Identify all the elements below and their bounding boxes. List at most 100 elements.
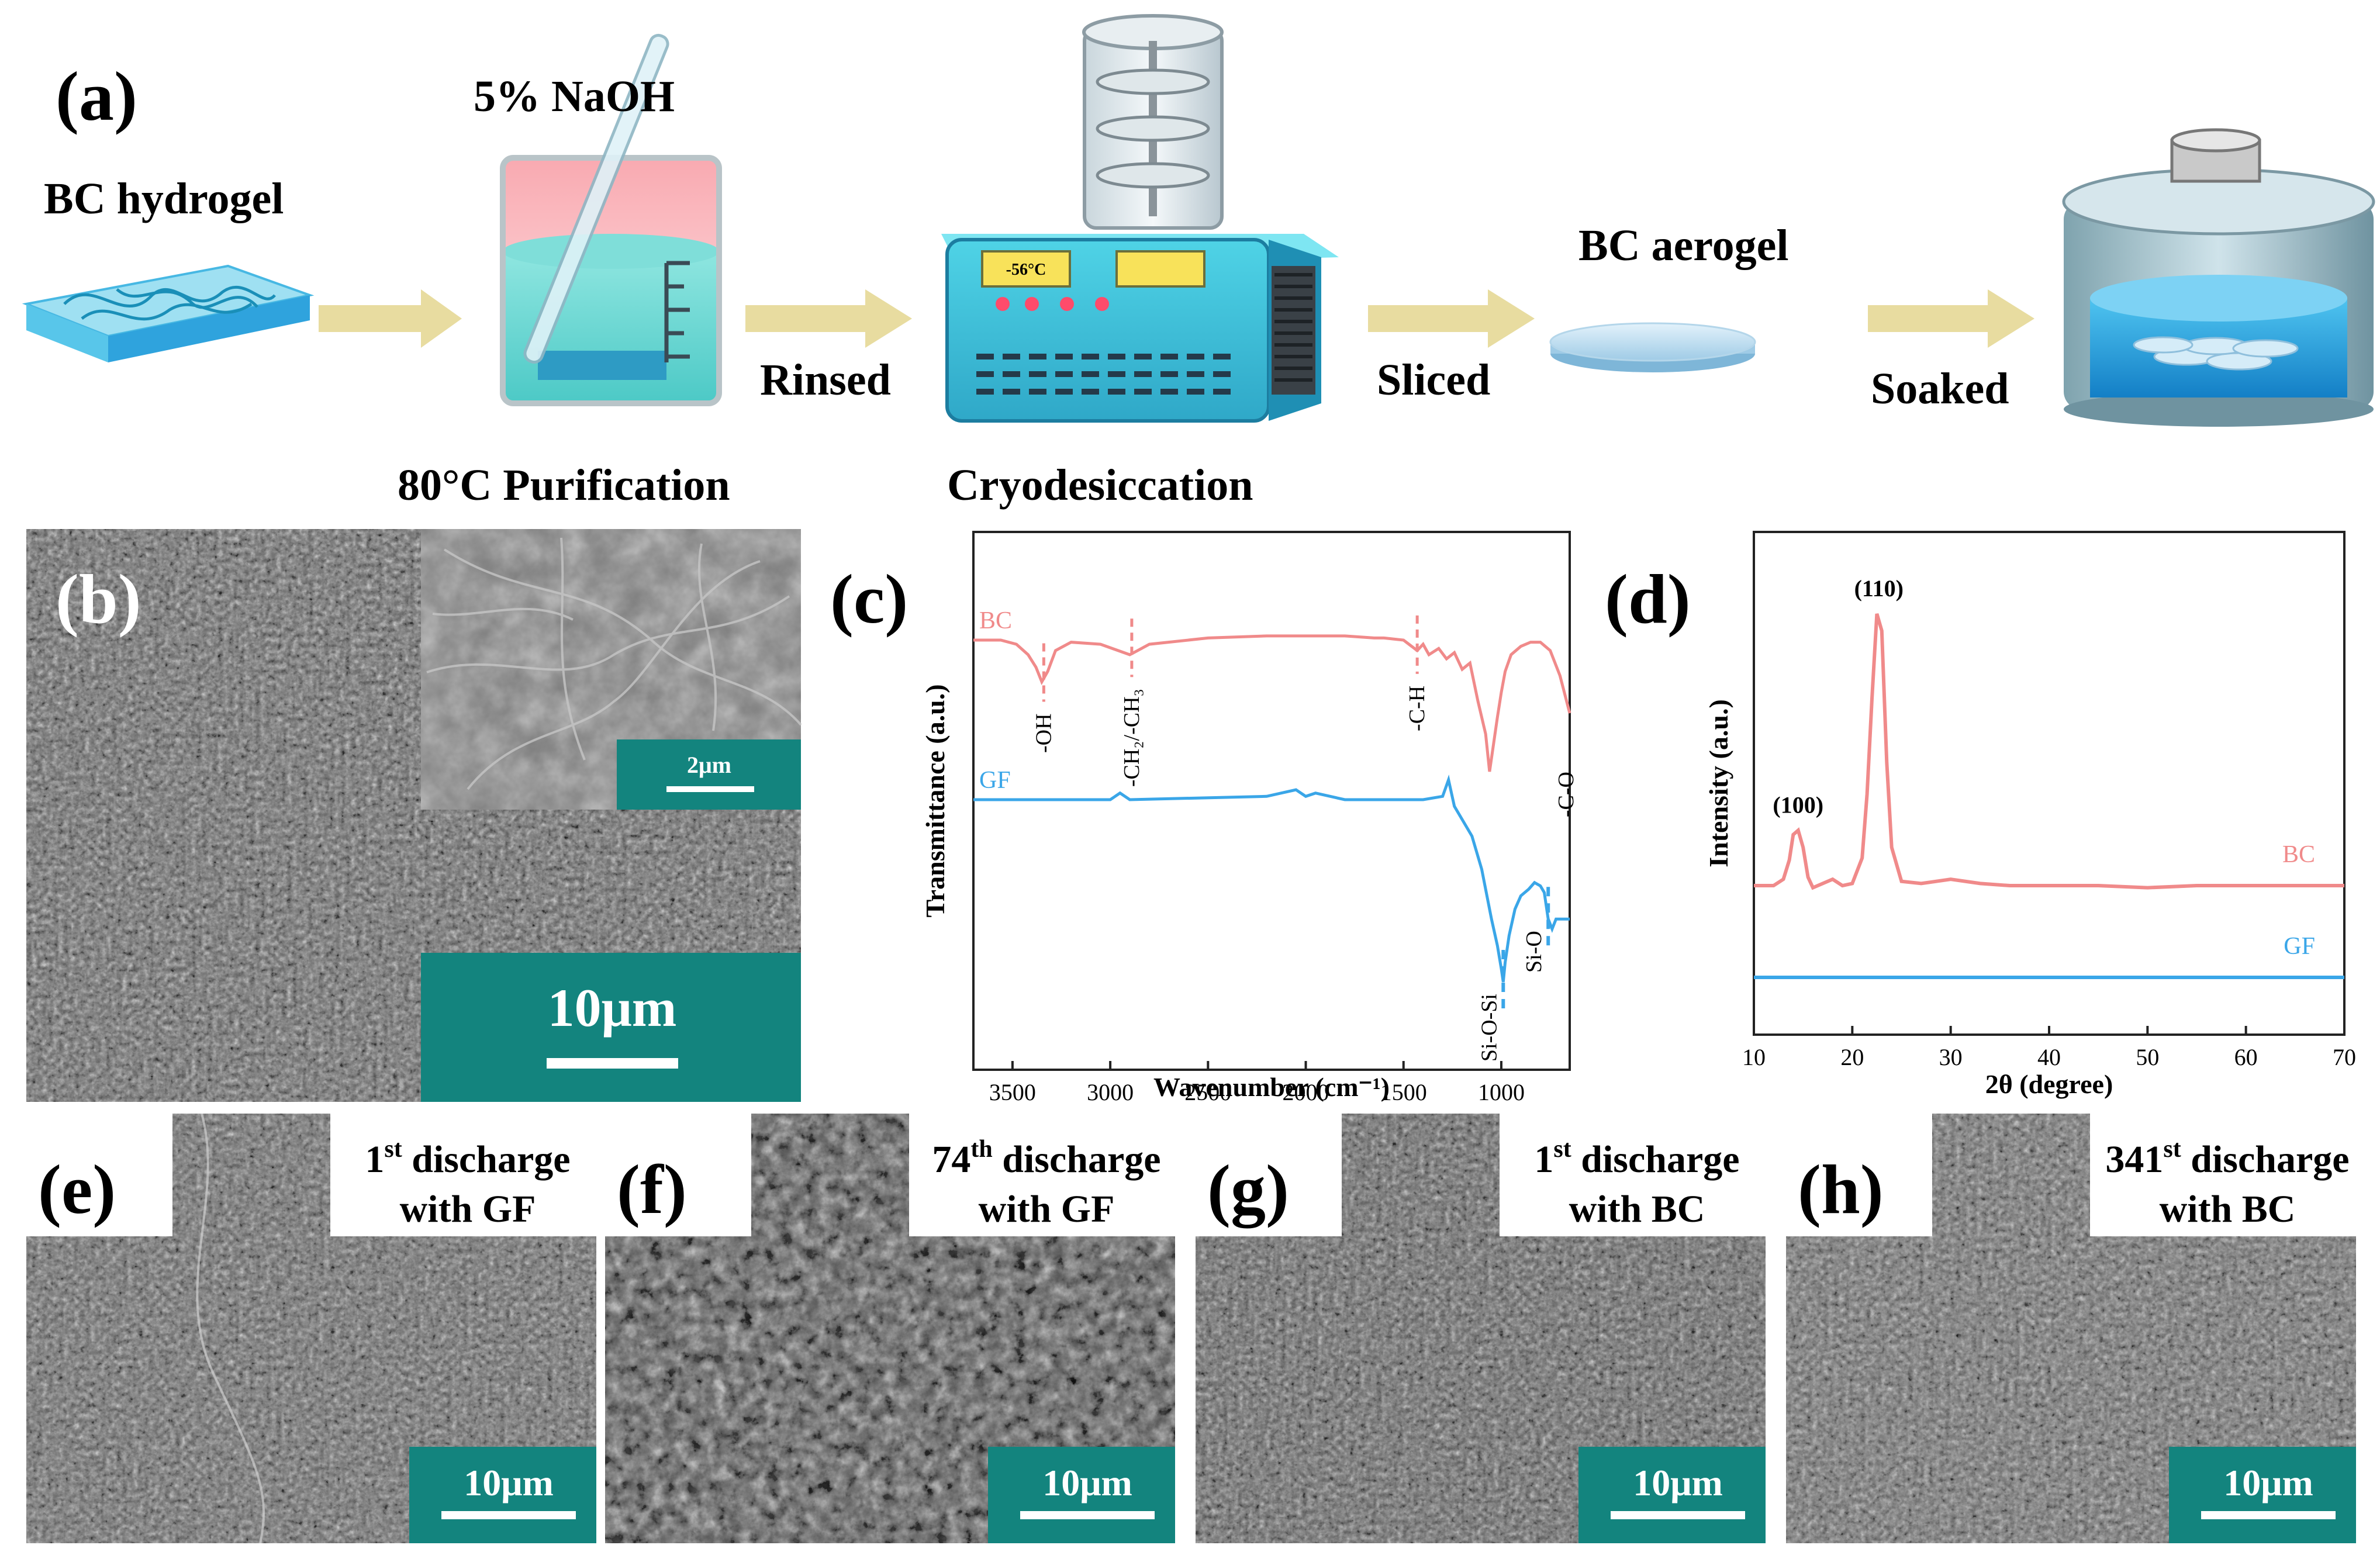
- panel-label-a: (a): [56, 57, 137, 135]
- x-tick-label: 70: [2333, 1044, 2356, 1070]
- x-tick-label: 1000: [1478, 1079, 1525, 1105]
- scale-bar: [441, 1511, 576, 1519]
- separator-label: with BC: [1569, 1188, 1705, 1230]
- series-label-gf: GF: [979, 767, 1011, 794]
- arrow-icon: [319, 289, 462, 348]
- cycle-ordinal-suffix: st: [2163, 1136, 2181, 1163]
- bc-aerogel-disc-icon: [1549, 322, 1756, 372]
- inset-scale-bar: [666, 786, 754, 792]
- separator-label: with GF: [400, 1188, 536, 1230]
- label-bc-aerogel: BC aerogel: [1578, 221, 1789, 270]
- peak-label: -C-H: [1405, 686, 1429, 731]
- label-bc-hydrogel: BC hydrogel: [44, 174, 284, 223]
- x-tick-label: 30: [1939, 1044, 1963, 1070]
- x-tick-label: 3000: [1087, 1079, 1134, 1105]
- y-axis-label: Intensity (a.u.): [1704, 699, 1733, 867]
- cycle-word: discharge: [1571, 1138, 1740, 1181]
- label-sliced: Sliced: [1377, 355, 1490, 405]
- scale-bar-box: [1578, 1447, 1766, 1543]
- cycle-ordinal-suffix: th: [970, 1136, 992, 1163]
- arrow-icon: [745, 289, 912, 348]
- scale-label: 10μm: [2223, 1462, 2313, 1503]
- peak-label: Si-O-Si: [1477, 994, 1501, 1062]
- panel-label-h: (h): [1798, 1150, 1884, 1228]
- scale-label: 10μm: [548, 978, 677, 1038]
- scale-label: 10μm: [1633, 1462, 1723, 1503]
- series-label-gf: GF: [2284, 933, 2315, 960]
- scale-bar-box: [421, 953, 801, 1102]
- label-rinsed: Rinsed: [760, 355, 891, 405]
- x-axis-label: Wavenumber (cm⁻¹): [1153, 1072, 1390, 1102]
- scale-bar: [1611, 1511, 1745, 1519]
- display-temp: -56°C: [1006, 261, 1046, 279]
- x-tick-label: 3500: [989, 1079, 1036, 1105]
- peak-label: (100): [1773, 792, 1823, 818]
- x-tick-label: 10: [1742, 1044, 1766, 1070]
- plot-frame: [1753, 531, 2346, 1036]
- panel-a: (a) BC hydrogel 5% NaOH 80°C Purificatio…: [22, 14, 2375, 510]
- series-line-bc: [1754, 613, 2344, 890]
- freeze-dryer-icon: -56°C: [941, 14, 1339, 423]
- panel-g: (g) 1st discharge with BC 10μm: [1196, 1114, 1766, 1543]
- scale-bar-box: [409, 1447, 596, 1543]
- panel-label-f: (f): [617, 1150, 687, 1228]
- peak-label: -OH: [1031, 713, 1056, 753]
- panel-c-ftir-chart: (c) Wavenumber (cm⁻¹) Transmittance (a.u…: [830, 531, 1578, 1105]
- panel-e: (e) 1st discharge with GF 10μm: [26, 1114, 596, 1543]
- peak-label: (110): [1854, 575, 1904, 602]
- scale-bar-box: [988, 1447, 1175, 1543]
- x-tick-label: 1500: [1380, 1079, 1427, 1105]
- peak-label: -CH₂/-CH₃: [1120, 689, 1144, 787]
- panel-label-g: (g): [1207, 1150, 1289, 1229]
- cycle-label: 74th discharge: [932, 1136, 1160, 1181]
- cycle-word: discharge: [2181, 1138, 2350, 1181]
- series-line-bc: [973, 634, 1571, 772]
- separator-label: with BC: [2160, 1188, 2296, 1230]
- inset-scale-bar-box: [617, 739, 801, 810]
- panel-b: 2μm 10μm (b): [26, 529, 802, 1102]
- scale-bar: [1020, 1511, 1155, 1519]
- soaking-container-icon: [2062, 128, 2375, 427]
- label-naoh: 5% NaOH: [474, 72, 675, 121]
- series-line-gf: [973, 774, 1570, 983]
- cycle-label: 1st discharge: [365, 1136, 570, 1181]
- x-tick-label: 2500: [1184, 1079, 1231, 1105]
- label-purification: 80°C Purification: [398, 461, 730, 510]
- cycle-ordinal: 1: [1534, 1138, 1553, 1181]
- cycle-ordinal: 74: [932, 1138, 970, 1181]
- series-label-bc: BC: [2282, 841, 2315, 868]
- panel-label-e: (e): [38, 1150, 116, 1228]
- peak-label: Si-O: [1522, 931, 1546, 973]
- panel-h: (h) 341st discharge with BC 10μm: [1786, 1114, 2356, 1543]
- cycle-label: 1st discharge: [1534, 1136, 1739, 1181]
- scale-bar-box: [2169, 1447, 2356, 1543]
- cycle-ordinal: 1: [365, 1138, 384, 1181]
- cycle-word: discharge: [993, 1138, 1161, 1181]
- label-soaked: Soaked: [1871, 364, 2009, 413]
- panel-label-d: (d): [1605, 560, 1691, 638]
- y-axis-label: Transmittance (a.u.): [920, 684, 950, 917]
- arrow-icon: [1368, 289, 1535, 348]
- panel-label-c: (c): [830, 560, 908, 638]
- arrow-icon: [1868, 289, 2034, 348]
- bc-hydrogel-tray-icon: [22, 264, 315, 362]
- scale-bar: [547, 1058, 678, 1069]
- beaker-icon: [500, 33, 722, 406]
- scale-bar: [2201, 1511, 2336, 1519]
- x-tick-label: 20: [1840, 1044, 1864, 1070]
- cycle-ordinal: 341: [2105, 1138, 2163, 1181]
- separator-label: with GF: [979, 1188, 1115, 1230]
- cycle-label: 341st discharge: [2105, 1136, 2349, 1181]
- x-tick-label: 50: [2136, 1044, 2159, 1070]
- label-cryodesiccation: Cryodesiccation: [947, 461, 1253, 510]
- x-axis-label: 2θ (degree): [1985, 1069, 2113, 1099]
- scale-label: 10μm: [464, 1462, 554, 1503]
- x-tick-label: 60: [2234, 1044, 2258, 1070]
- series-label-bc: BC: [979, 607, 1012, 634]
- x-tick-label: 2000: [1283, 1079, 1329, 1105]
